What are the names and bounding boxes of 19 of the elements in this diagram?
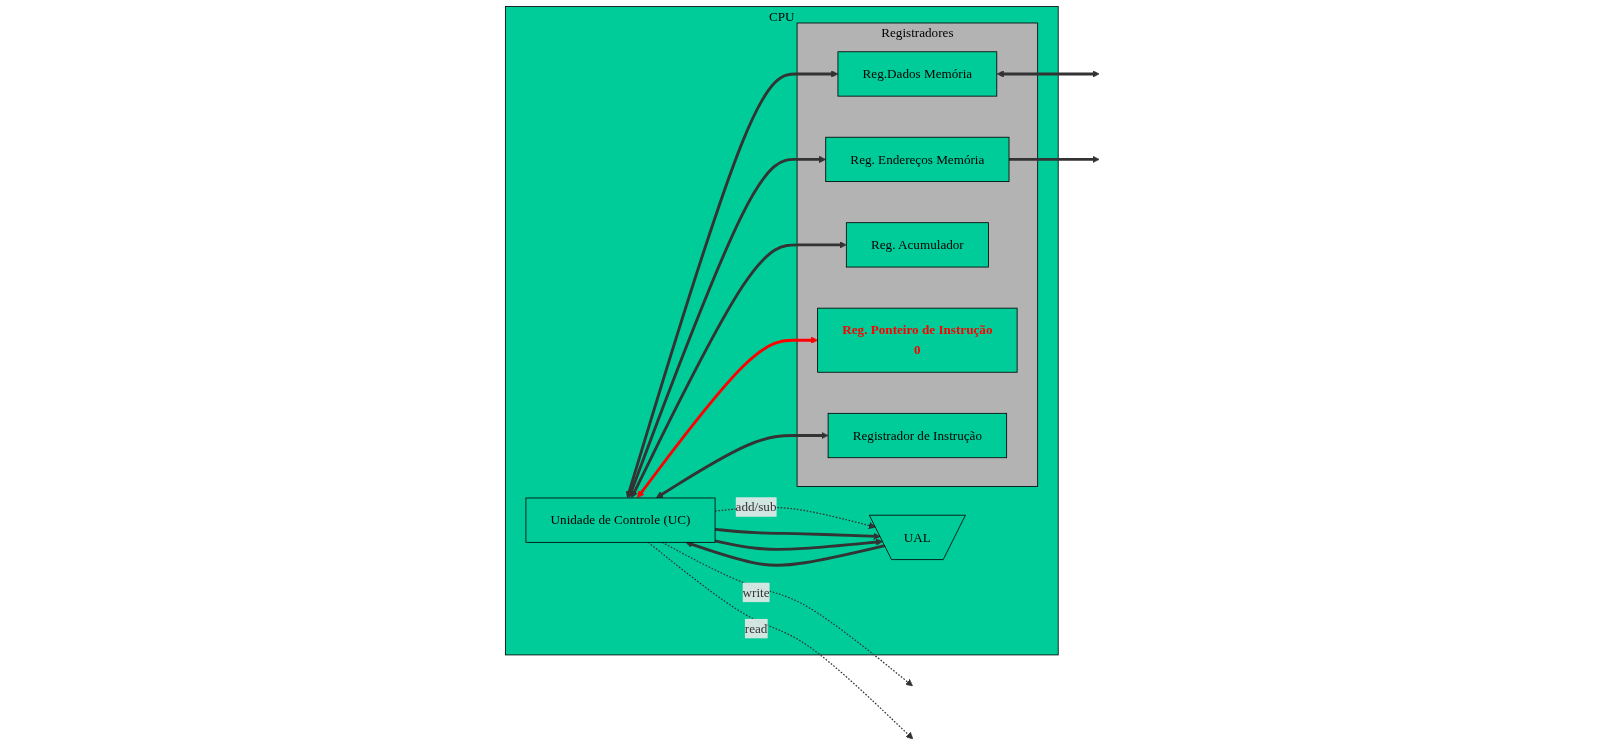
arrow	[996, 70, 1100, 78]
arrow	[631, 241, 847, 498]
arrow	[625, 70, 839, 498]
node-box: Reg. Acumulador	[845, 222, 989, 268]
node-box: Unidade de Controle (UC)	[525, 497, 716, 543]
arrow	[714, 538, 883, 551]
edge-label: read	[744, 621, 768, 636]
arrow	[714, 527, 881, 540]
node-box: Reg.Dados Memória	[837, 51, 998, 97]
edge-label: write	[742, 585, 770, 600]
node-box: Reg. Endereços Memória	[825, 136, 1010, 182]
arrow	[656, 431, 829, 499]
node-box: Registrador de Instrução	[827, 412, 1008, 459]
edge-label: add/sub	[735, 499, 777, 514]
arrow	[685, 541, 886, 567]
arrow	[637, 336, 818, 499]
arrow	[1009, 155, 1100, 164]
node-box: Reg. Ponteiro de Instrução 0	[817, 307, 1018, 373]
arrow	[627, 155, 827, 498]
